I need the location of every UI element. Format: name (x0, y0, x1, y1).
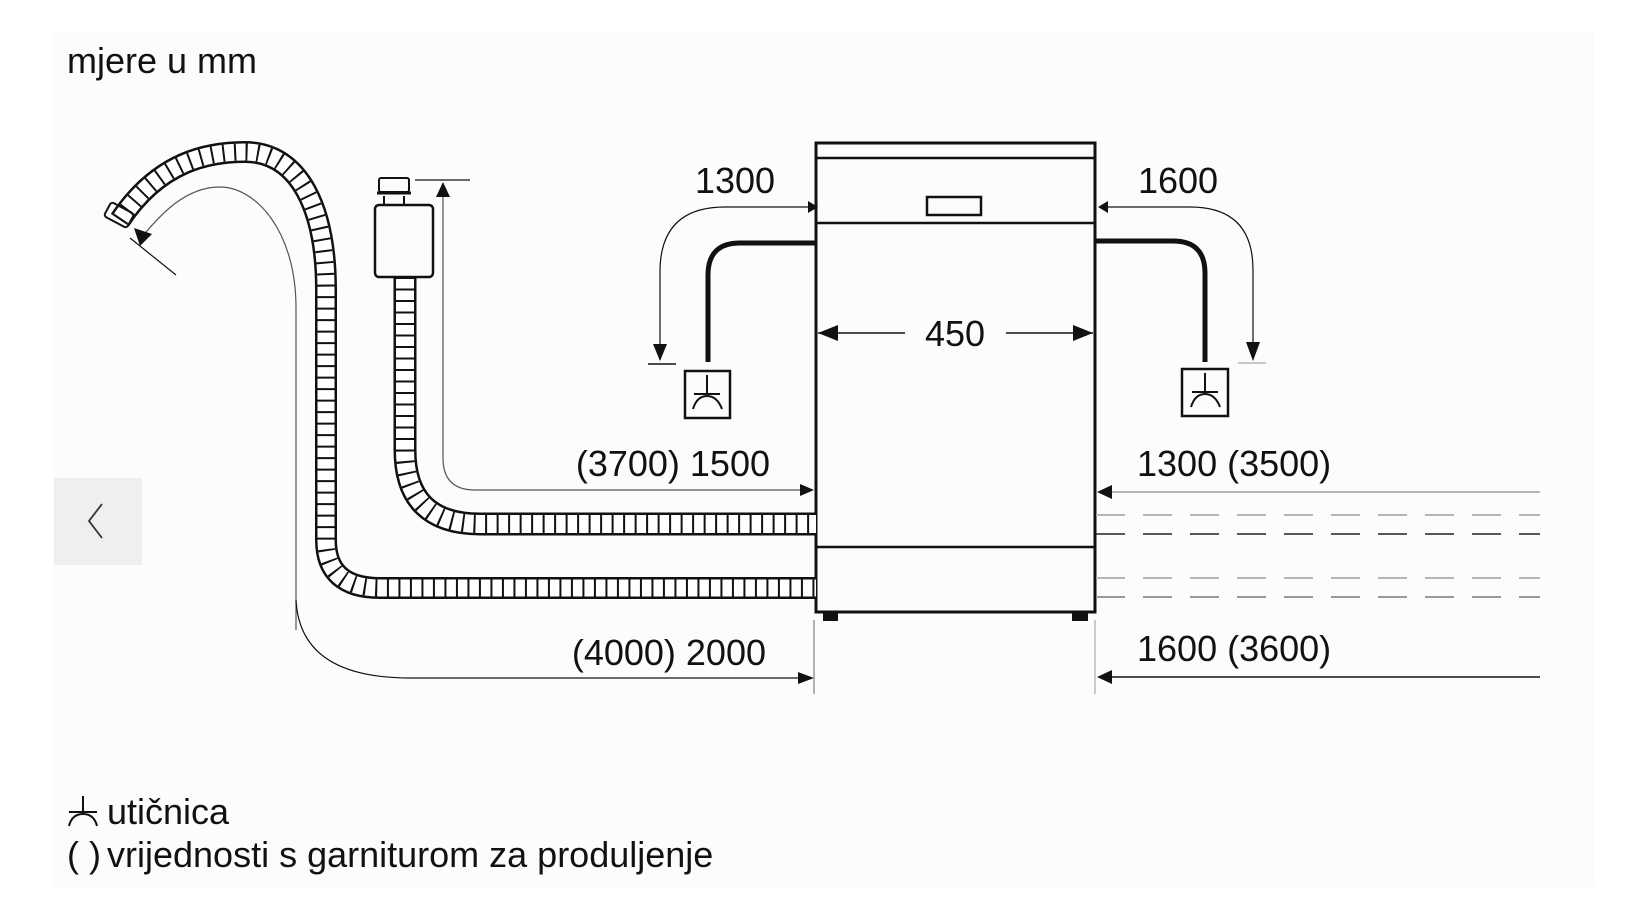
socket-icon (683, 369, 732, 420)
dishwasher (814, 141, 1097, 621)
socket-icon (1180, 367, 1230, 418)
right-side-connections: 1300 (3500) 1600 (3600) (1096, 443, 1540, 684)
power-cable-right: 1600 (1095, 160, 1266, 418)
socket-icon (67, 792, 107, 832)
legend-extension-text: vrijednosti s garniturom za produljenje (107, 834, 714, 875)
diagram-panel (53, 32, 1594, 887)
drain-left-label: (4000) 2000 (572, 632, 766, 673)
foot-right (1072, 613, 1088, 621)
units-title: mjere u mm (67, 40, 258, 81)
drain-hose-hook (103, 201, 135, 229)
legend-item-socket: utičnica (67, 792, 229, 832)
chevron-left-icon (87, 503, 103, 539)
parentheses-symbol: ( ) (67, 834, 101, 875)
aquastop-valve (373, 203, 435, 279)
width-dimension: 450 (818, 313, 1093, 354)
inlet-right-label: 1300 (3500) (1137, 443, 1331, 484)
drain-hose: (4000) 2000 (103, 140, 816, 684)
legend-socket-text: utičnica (107, 791, 230, 832)
drain-hose-corrugated (110, 140, 816, 599)
foot-left (823, 613, 838, 621)
drain-right-label: 1600 (3600) (1137, 628, 1331, 669)
previous-image-button[interactable] (54, 478, 142, 565)
inlet-left-label: (3700) 1500 (576, 443, 770, 484)
power-left-label: 1300 (695, 160, 775, 201)
power-cable-left: 1300 (648, 160, 818, 420)
valve-nut (378, 177, 410, 193)
inlet-hose: (3700) 1500 (373, 177, 816, 536)
power-right-label: 1600 (1138, 160, 1218, 201)
width-label: 450 (925, 313, 985, 354)
door-handle (925, 195, 983, 217)
legend-item-extension: ( )vrijednosti s garniturom za produljen… (67, 835, 713, 875)
inlet-hose-corrugated (393, 277, 816, 536)
dishwasher-body (814, 141, 1097, 614)
